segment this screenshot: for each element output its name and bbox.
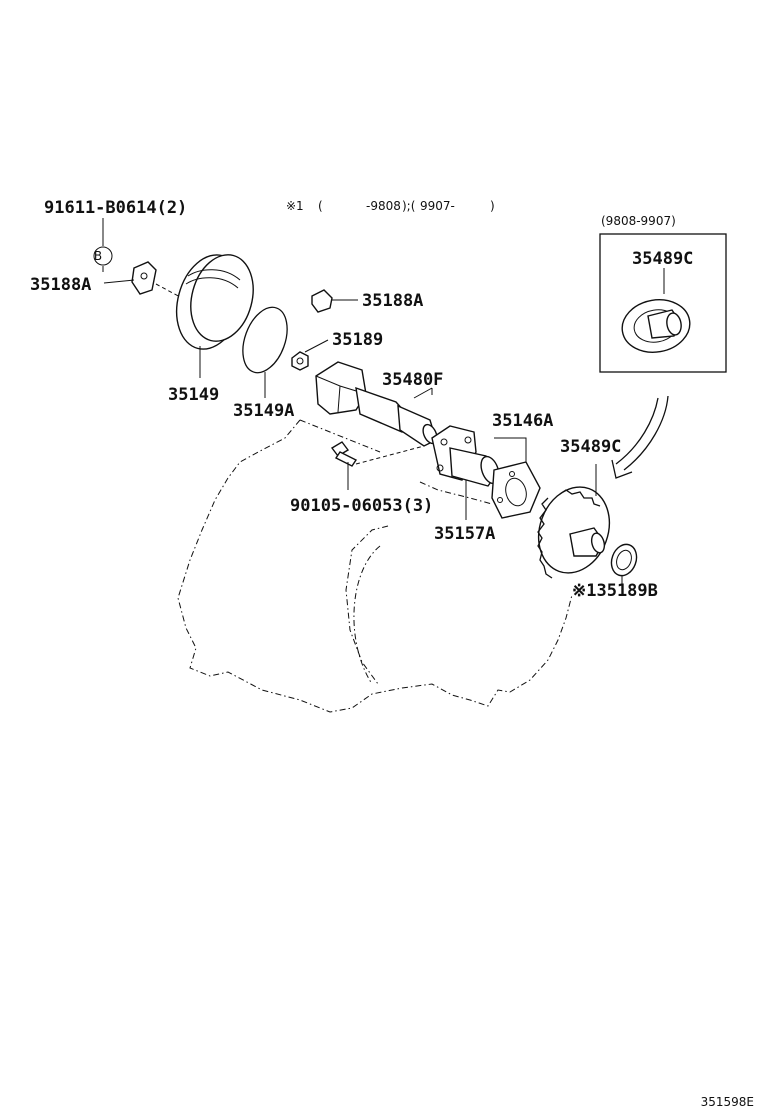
nut-part bbox=[291, 339, 329, 371]
note-close: ) bbox=[490, 199, 495, 213]
inset-arrow bbox=[611, 395, 669, 479]
note-range-a: -9808 bbox=[366, 199, 401, 213]
label-plate: 35146A bbox=[492, 411, 553, 431]
label-clamp-right: 35188A bbox=[362, 291, 423, 311]
label-bolt-b: 91611-B0614(2) bbox=[44, 198, 187, 218]
lower-bolt-part bbox=[330, 441, 425, 490]
figure-id: 351598E bbox=[701, 1095, 754, 1109]
label-driven-gear: 35489C bbox=[560, 437, 621, 457]
inset-period: (9808-9907) bbox=[601, 214, 676, 228]
speed-sensor-part bbox=[315, 361, 438, 447]
label-oring: 35149A bbox=[233, 401, 294, 421]
note-sep: );( bbox=[402, 199, 415, 213]
label-washer: ※135189B bbox=[572, 581, 658, 601]
clamp-left-part bbox=[103, 261, 183, 299]
note-marker: ※1 bbox=[286, 199, 304, 213]
oring-part bbox=[242, 306, 288, 398]
note-open: ( bbox=[318, 199, 323, 213]
label-bolt-lower: 90105-06053(3) bbox=[290, 496, 433, 516]
shaft-sleeve-part bbox=[431, 425, 500, 520]
bolt-b-leader bbox=[93, 218, 113, 272]
label-nut: 35189 bbox=[332, 330, 383, 350]
label-cover: 35149 bbox=[168, 385, 219, 405]
clamp-right-part bbox=[311, 289, 358, 313]
ref-b-circle bbox=[93, 246, 113, 266]
inset-part-label: 35489C bbox=[632, 249, 693, 269]
cover-part bbox=[175, 254, 254, 378]
washer-part bbox=[610, 543, 638, 584]
transmission-case-outline bbox=[177, 419, 573, 713]
driven-gear-part bbox=[537, 464, 611, 579]
note-range-b: 9907- bbox=[420, 199, 455, 213]
inset-box bbox=[599, 233, 727, 373]
plate-part bbox=[491, 437, 541, 519]
label-shaft: 35157A bbox=[434, 524, 495, 544]
label-ref-b: B bbox=[94, 249, 102, 263]
label-sensor: 35480F bbox=[382, 370, 443, 390]
label-clamp-left: 35188A bbox=[30, 275, 91, 295]
